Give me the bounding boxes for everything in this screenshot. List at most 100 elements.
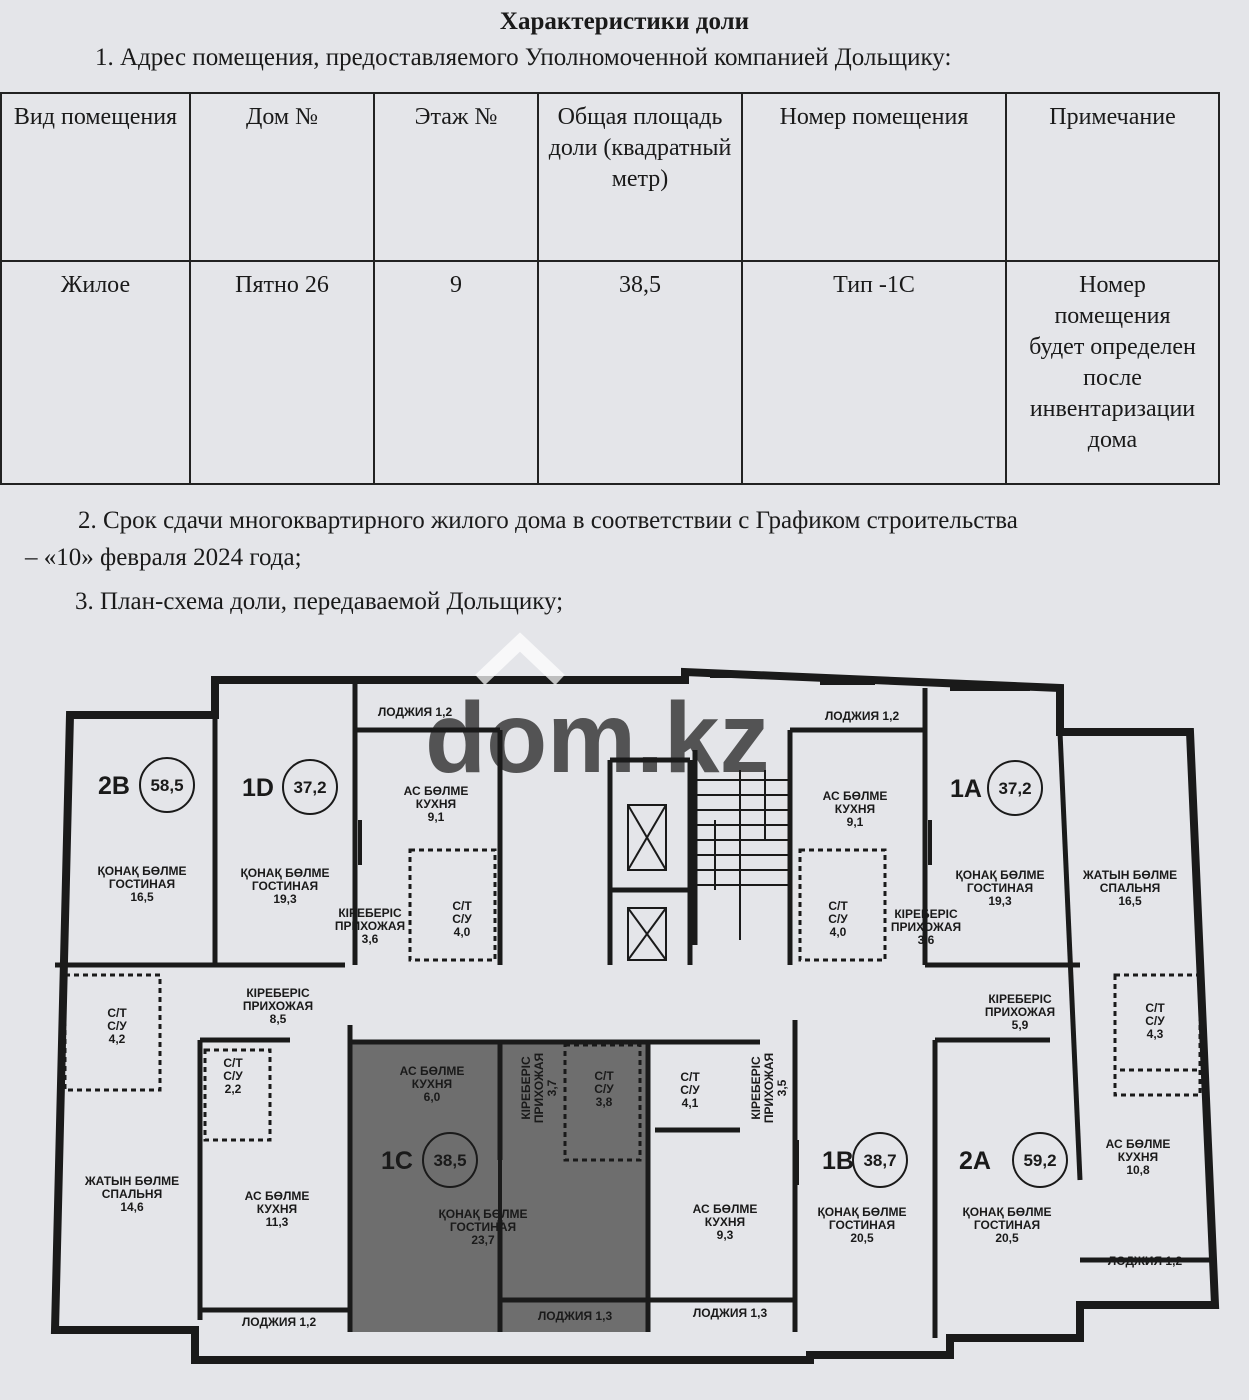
room-label-line: 3,6 (362, 932, 379, 946)
plumbing-outlines (63, 848, 1202, 1162)
room-label-line: ҚОНАҚ БӨЛМЕ (962, 1205, 1051, 1219)
room-label-line: ПРИХОЖАЯ (532, 1053, 546, 1123)
room-label-line: КІРЕБЕРІС (246, 986, 310, 1000)
room-label-line: КУХНЯ (1118, 1150, 1158, 1164)
section-2-line-1: 2. Срок сдачи многоквартирного жилого до… (78, 507, 1018, 534)
room-label: ЛОДЖИЯ 1,2 (242, 1315, 317, 1329)
room-label-line: С/Т (223, 1056, 243, 1070)
table-cell: Пятно 26 (189, 260, 375, 485)
room-label-line: ҚОНАҚ БӨЛМЕ (817, 1205, 906, 1219)
room-label-line: С/У (107, 1019, 127, 1033)
room-label-line: 16,5 (1118, 894, 1142, 908)
room-label-line: 4,0 (454, 925, 471, 939)
unit-area: 37,2 (998, 779, 1031, 798)
table-header-row: Вид помещения Дом № Этаж № Общая площадь… (0, 92, 1220, 262)
unit-number-circles (139, 757, 1068, 1188)
room-label-line: КУХНЯ (257, 1202, 297, 1216)
room-label-line: С/У (828, 912, 848, 926)
room-label-line: АС БӨЛМЕ (693, 1202, 758, 1216)
interior-walls (55, 680, 1210, 1338)
room-label-line: 4,3 (1147, 1027, 1164, 1041)
room-label-line: ПРИХОЖАЯ (335, 919, 405, 933)
watermark-roof-icon (475, 632, 565, 686)
room-label-line: ЛОДЖИЯ 1,2 (825, 709, 900, 723)
table-header-cell: Примечание (1005, 92, 1220, 262)
room-label-line: С/У (452, 912, 472, 926)
table-cell: Жилое (0, 260, 191, 485)
room-label-line: 23,7 (471, 1233, 495, 1247)
room-label-line: СПАЛЬНЯ (102, 1187, 162, 1201)
room-label-line: ҚОНАҚ БӨЛМЕ (240, 866, 329, 880)
room-label-line: ЛОДЖИЯ 1,3 (693, 1306, 768, 1320)
table-cell: 38,5 (537, 260, 743, 485)
room-label-line: КІРЕБЕРІС (519, 1056, 533, 1120)
room-label-line: КІРЕБЕРІС (988, 992, 1052, 1006)
unit-area: 58,5 (150, 776, 183, 795)
room-label: ЛОДЖИЯ 1,2 (378, 705, 453, 719)
unit-area: 38,5 (433, 1151, 466, 1170)
room-label-line: ГОСТИНАЯ (829, 1218, 895, 1232)
room-label: КІРЕБЕРІСПРИХОЖАЯ3,7 (519, 1053, 559, 1123)
room-label-line: ПРИХОЖАЯ (762, 1053, 776, 1123)
premises-table: Вид помещения Дом № Этаж № Общая площадь… (0, 92, 1220, 485)
room-label-line: ГОСТИНАЯ (252, 879, 318, 893)
room-label-line: КІРЕБЕРІС (894, 907, 958, 921)
room-label-line: АС БӨЛМЕ (1106, 1137, 1171, 1151)
room-label: КІРЕБЕРІСПРИХОЖАЯ3,5 (749, 1053, 789, 1123)
room-label-line: ГОСТИНАЯ (967, 881, 1033, 895)
floor-plan: 2В 58,5 1D 37,2 1А 37,2 1С 38,5 1В 38,7 … (50, 632, 1220, 1364)
room-label-line: КУХНЯ (416, 797, 456, 811)
room-label-line: ПРИХОЖАЯ (891, 920, 961, 934)
table-header-cell: Номер помещения (741, 92, 1007, 262)
room-label-line: ҚОНАҚ БӨЛМЕ (97, 864, 186, 878)
section-3-heading: 3. План-схема доли, передаваемой Дольщик… (75, 588, 564, 615)
table-header-cell: Дом № (189, 92, 375, 262)
room-label-line: 16,5 (130, 890, 154, 904)
room-label-line: 20,5 (995, 1231, 1019, 1245)
room-label-line: СПАЛЬНЯ (1100, 881, 1160, 895)
room-label-line: ЛОДЖИЯ 1,2 (1108, 1254, 1183, 1268)
table-row: Жилое Пятно 26 9 38,5 Тип -1С Номер поме… (0, 260, 1220, 485)
room-label-line: 14,6 (120, 1200, 144, 1214)
table-cell: Номер помещения будет определен после ин… (1005, 260, 1220, 485)
room-label-line: 4,1 (682, 1096, 699, 1110)
table-header-cell: Вид помещения (0, 92, 191, 262)
room-label-line: ЛОДЖИЯ 1,3 (538, 1309, 613, 1323)
windows (85, 672, 1180, 1363)
room-label-line: 3,8 (596, 1095, 613, 1109)
room-label-line: АС БӨЛМЕ (245, 1189, 310, 1203)
room-dividers (358, 820, 932, 1220)
room-label: ЛОДЖИЯ 1,2 (1108, 1254, 1183, 1268)
section-2-line-2: – «10» февраля 2024 года; (25, 544, 302, 571)
room-label-line: 3,5 (775, 1079, 789, 1096)
room-label-line: 2,2 (225, 1082, 242, 1096)
room-label-line: 9,3 (717, 1228, 734, 1242)
room-label-line: С/Т (452, 899, 472, 913)
unit-label: 2В (98, 772, 130, 800)
room-label-line: С/У (680, 1083, 700, 1097)
room-label-line: КУХНЯ (705, 1215, 745, 1229)
room-label-line: ЛОДЖИЯ 1,2 (378, 705, 453, 719)
unit-area: 59,2 (1023, 1151, 1056, 1170)
room-label-line: 11,3 (266, 1215, 289, 1229)
section-1-heading: 1. Адрес помещения, предоставляемого Упо… (95, 44, 952, 71)
room-label-line: С/Т (680, 1070, 700, 1084)
elevator-shafts (627, 804, 667, 961)
room-label-line: 19,3 (988, 894, 1012, 908)
room-label-line: 9,1 (428, 810, 445, 824)
unit-area: 38,7 (863, 1151, 896, 1170)
